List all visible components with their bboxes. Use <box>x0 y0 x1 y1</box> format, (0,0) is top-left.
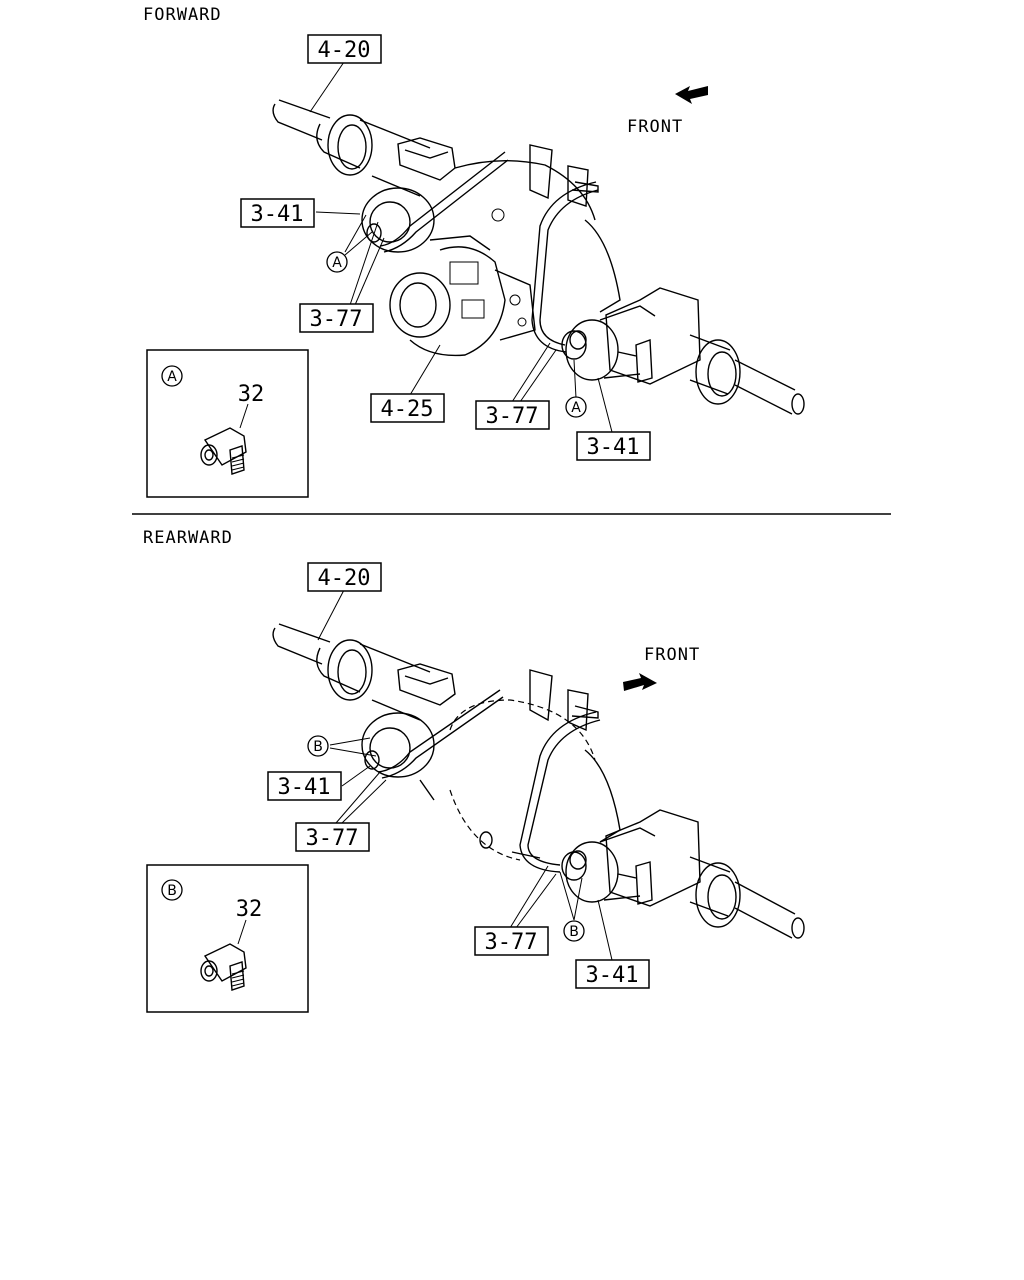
forward-marker-a-left-text: A <box>332 255 342 271</box>
forward-marker-a-left: A <box>326 251 348 273</box>
forward-front-arrow-icon <box>675 86 708 104</box>
forward-front-label: FRONT <box>627 117 683 137</box>
rearward-leader-lines <box>317 589 613 961</box>
forward-callout-right-fitting: 3-77 <box>475 400 550 430</box>
forward-leader-lines <box>309 61 613 433</box>
rearward-callout-right-fitting: 3-77 <box>474 926 549 956</box>
forward-callout-left-fitting: 3-77 <box>299 303 374 333</box>
rearward-marker-b-right: B <box>563 920 585 942</box>
forward-axle-drawing <box>272 99 805 415</box>
forward-callout-carrier-text: 4-25 <box>381 397 434 422</box>
forward-callout-axle-shaft-text: 4-20 <box>318 38 371 63</box>
elbow-fitting-icon <box>200 943 247 991</box>
forward-detail-box: A 32 <box>146 349 309 498</box>
rearward-detail-box: B 32 <box>146 864 309 1013</box>
forward-section: FORWARD FRONT <box>143 5 805 498</box>
rearward-callout-right-fitting-text: 3-77 <box>485 930 538 955</box>
rearward-marker-b-left: B <box>307 735 329 757</box>
forward-marker-a-right-text: A <box>571 400 581 416</box>
rearward-detail-marker-text: B <box>167 883 177 899</box>
rearward-callout-right-chamber: 3-41 <box>575 959 650 989</box>
rearward-callout-left-chamber: 3-41 <box>267 771 342 801</box>
forward-marker-a-right: A <box>565 396 587 418</box>
rearward-callout-axle-shaft-text: 4-20 <box>318 566 371 591</box>
rearward-callout-left-chamber-text: 3-41 <box>278 775 331 800</box>
forward-detail-marker-text: A <box>167 369 177 385</box>
forward-detail-part-number: 32 <box>238 382 265 407</box>
rearward-callout-left-fitting: 3-77 <box>295 822 370 852</box>
elbow-fitting-icon <box>200 427 247 475</box>
forward-callout-left-chamber-text: 3-41 <box>251 202 304 227</box>
rearward-front-arrow-icon <box>623 673 657 691</box>
rearward-callout-left-fitting-text: 3-77 <box>306 826 359 851</box>
rearward-callout-axle-shaft: 4-20 <box>307 562 382 592</box>
rearward-axle-drawing <box>272 623 805 939</box>
forward-callout-left-chamber: 3-41 <box>240 198 315 228</box>
forward-callout-right-fitting-text: 3-77 <box>486 404 539 429</box>
forward-callout-right-chamber-text: 3-41 <box>587 435 640 460</box>
rearward-section: REARWARD FRONT <box>143 528 805 1013</box>
rearward-title: REARWARD <box>143 528 233 548</box>
forward-callout-axle-shaft: 4-20 <box>307 34 382 64</box>
rearward-callout-right-chamber-text: 3-41 <box>586 963 639 988</box>
forward-callout-left-fitting-text: 3-77 <box>310 307 363 332</box>
forward-title: FORWARD <box>143 5 222 25</box>
forward-callout-right-chamber: 3-41 <box>576 431 651 461</box>
rearward-detail-part-number: 32 <box>236 897 263 922</box>
rearward-front-label: FRONT <box>644 645 700 665</box>
rearward-marker-b-right-text: B <box>569 924 579 940</box>
forward-callout-carrier: 4-25 <box>370 393 445 423</box>
rearward-marker-b-left-text: B <box>313 739 323 755</box>
